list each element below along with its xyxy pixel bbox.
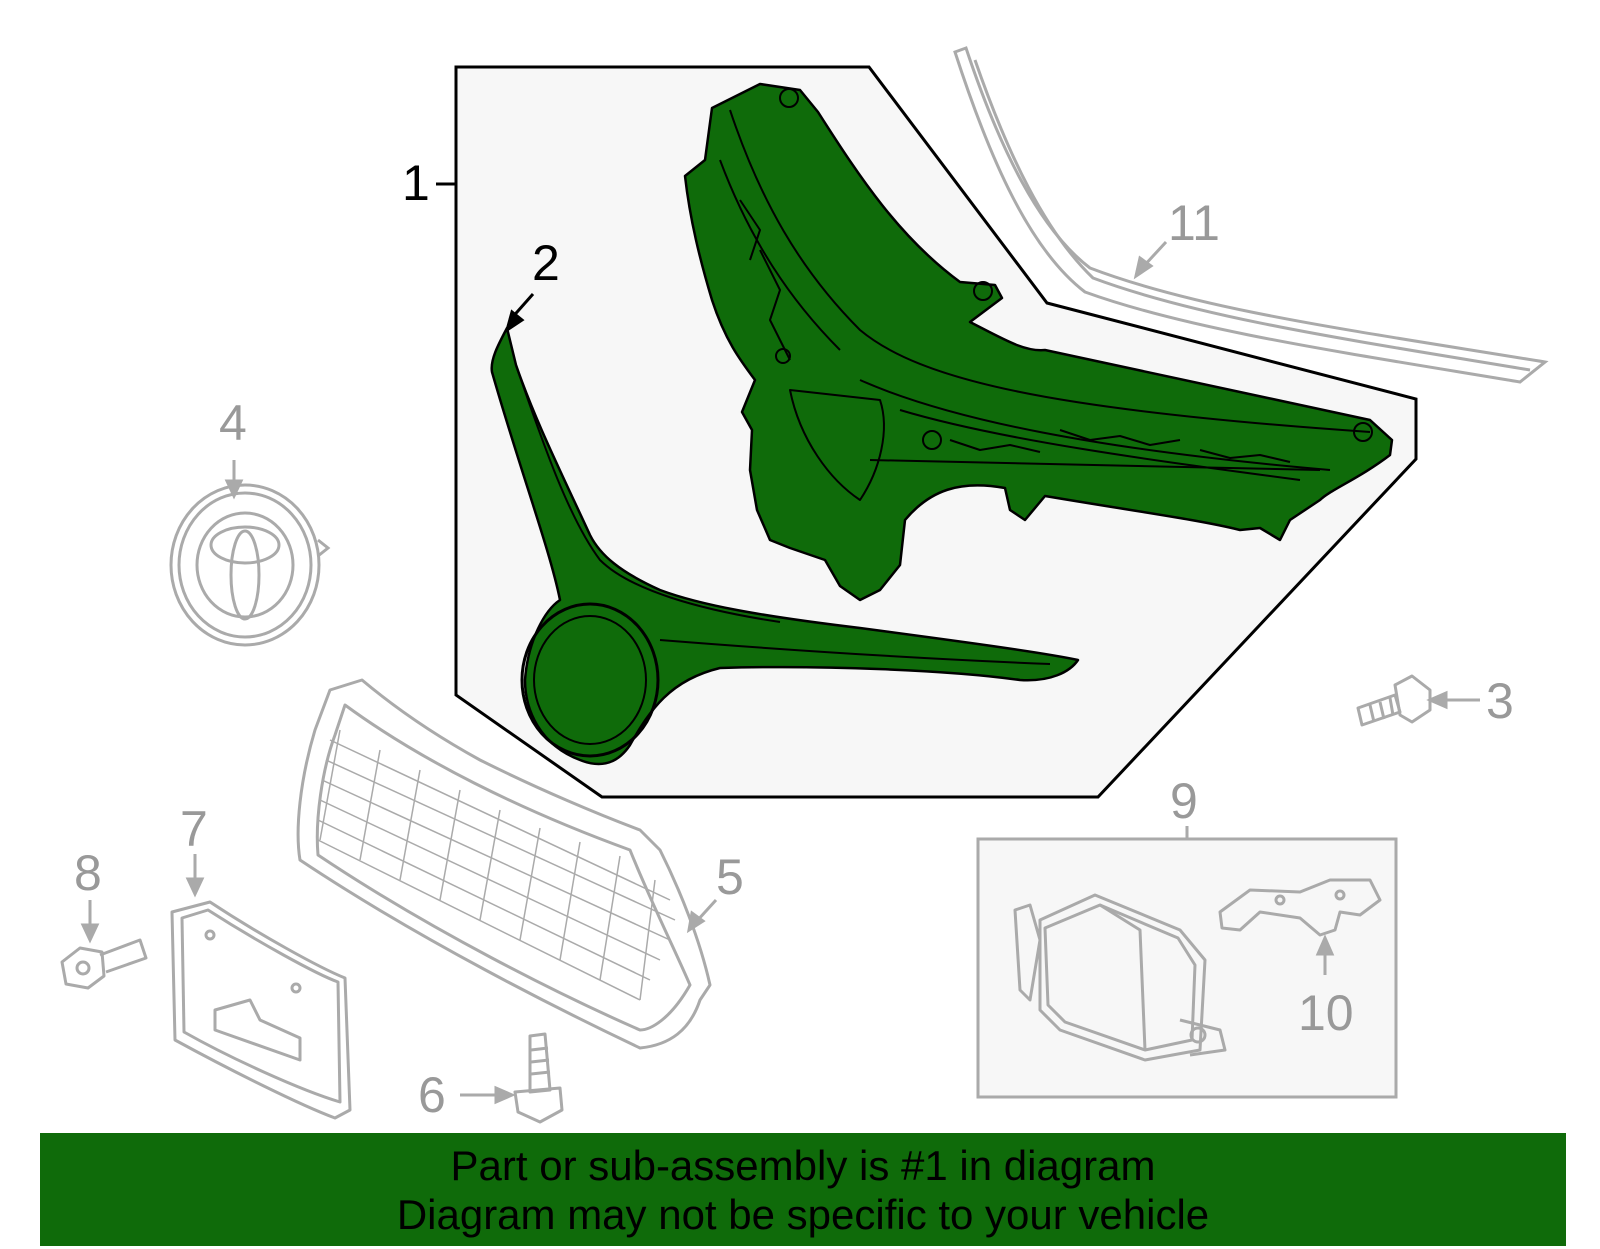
callout-11[interactable]: 11	[1168, 195, 1220, 251]
callout-1[interactable]: 1	[402, 155, 430, 211]
banner-line-1: Part or sub-assembly is #1 in diagram	[450, 1141, 1156, 1189]
callout-4[interactable]: 4	[219, 395, 247, 451]
callout-9[interactable]: 9	[1170, 773, 1198, 829]
part-5-lower-grille[interactable]	[296, 678, 712, 1050]
callout-3[interactable]: 3	[1486, 673, 1514, 729]
part-9-sensor[interactable]	[1013, 893, 1227, 1062]
callout-8[interactable]: 8	[74, 845, 102, 901]
callout-7[interactable]: 7	[180, 801, 208, 857]
part-8-bolt[interactable]	[60, 938, 148, 990]
part-10-bracket[interactable]	[1218, 878, 1382, 937]
part-3-screw[interactable]	[1356, 674, 1432, 727]
callout-10[interactable]: 10	[1298, 985, 1354, 1041]
part-7-license-bracket[interactable]	[170, 900, 352, 1120]
callout-6[interactable]: 6	[418, 1067, 446, 1123]
callout-5[interactable]: 5	[716, 849, 744, 905]
part-2-garnish[interactable]	[490, 326, 1080, 766]
part-6-bolt[interactable]	[513, 1032, 564, 1124]
part-4-emblem[interactable]	[169, 483, 331, 647]
callout-2[interactable]: 2	[532, 235, 560, 291]
part-1-grille-frame[interactable]	[683, 82, 1394, 602]
part-11-molding[interactable]	[953, 46, 1549, 384]
banner-line-2: Diagram may not be specific to your vehi…	[396, 1190, 1210, 1238]
leader-lines	[80, 182, 1480, 1105]
info-banner: Part or sub-assembly is #1 in diagram Di…	[40, 1133, 1566, 1246]
